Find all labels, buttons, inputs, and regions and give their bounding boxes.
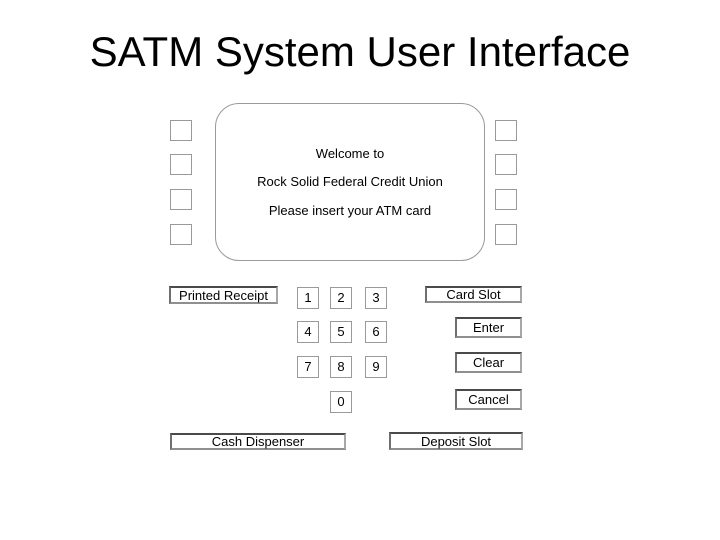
page-title: SATM System User Interface [89, 28, 631, 75]
function-key-left-2[interactable] [170, 154, 192, 175]
keypad-key-6[interactable]: 6 [365, 321, 387, 343]
screen-welcome-line: Welcome to [315, 146, 385, 161]
keypad-key-3[interactable]: 3 [365, 287, 387, 309]
deposit-slot-label: Deposit Slot [420, 433, 492, 449]
clear-button[interactable]: Clear [455, 352, 522, 373]
screen-bank-name-line: Rock Solid Federal Credit Union [257, 174, 443, 189]
cancel-button[interactable]: Cancel [455, 389, 522, 410]
clear-button-label: Clear [472, 355, 505, 370]
card-slot[interactable]: Card Slot [425, 286, 522, 303]
function-key-left-4[interactable] [170, 224, 192, 245]
keypad-key-2[interactable]: 2 [330, 287, 352, 309]
keypad-key-7[interactable]: 7 [297, 356, 319, 378]
atm-screen: Welcome to Rock Solid Federal Credit Uni… [215, 103, 485, 261]
card-slot-label: Card Slot [446, 287, 501, 302]
keypad-key-8[interactable]: 8 [330, 356, 352, 378]
keypad-key-0[interactable]: 0 [330, 391, 352, 413]
deposit-slot[interactable]: Deposit Slot [389, 432, 523, 450]
function-key-left-3[interactable] [170, 189, 192, 210]
keypad-key-4[interactable]: 4 [297, 321, 319, 343]
function-key-left-1[interactable] [170, 120, 192, 141]
cash-dispenser-slot[interactable]: Cash Dispenser [170, 433, 346, 450]
function-key-right-4[interactable] [495, 224, 517, 245]
function-key-right-1[interactable] [495, 120, 517, 141]
keypad-key-5[interactable]: 5 [330, 321, 352, 343]
keypad-key-1[interactable]: 1 [297, 287, 319, 309]
enter-button[interactable]: Enter [455, 317, 522, 338]
enter-button-label: Enter [472, 320, 505, 335]
keypad-key-9[interactable]: 9 [365, 356, 387, 378]
printed-receipt-label: Printed Receipt [179, 287, 268, 303]
function-key-right-3[interactable] [495, 189, 517, 210]
printed-receipt-slot[interactable]: Printed Receipt [169, 286, 278, 304]
cancel-button-label: Cancel [468, 392, 509, 407]
screen-prompt-line: Please insert your ATM card [268, 203, 432, 218]
function-key-right-2[interactable] [495, 154, 517, 175]
cash-dispenser-label: Cash Dispenser [211, 434, 305, 449]
